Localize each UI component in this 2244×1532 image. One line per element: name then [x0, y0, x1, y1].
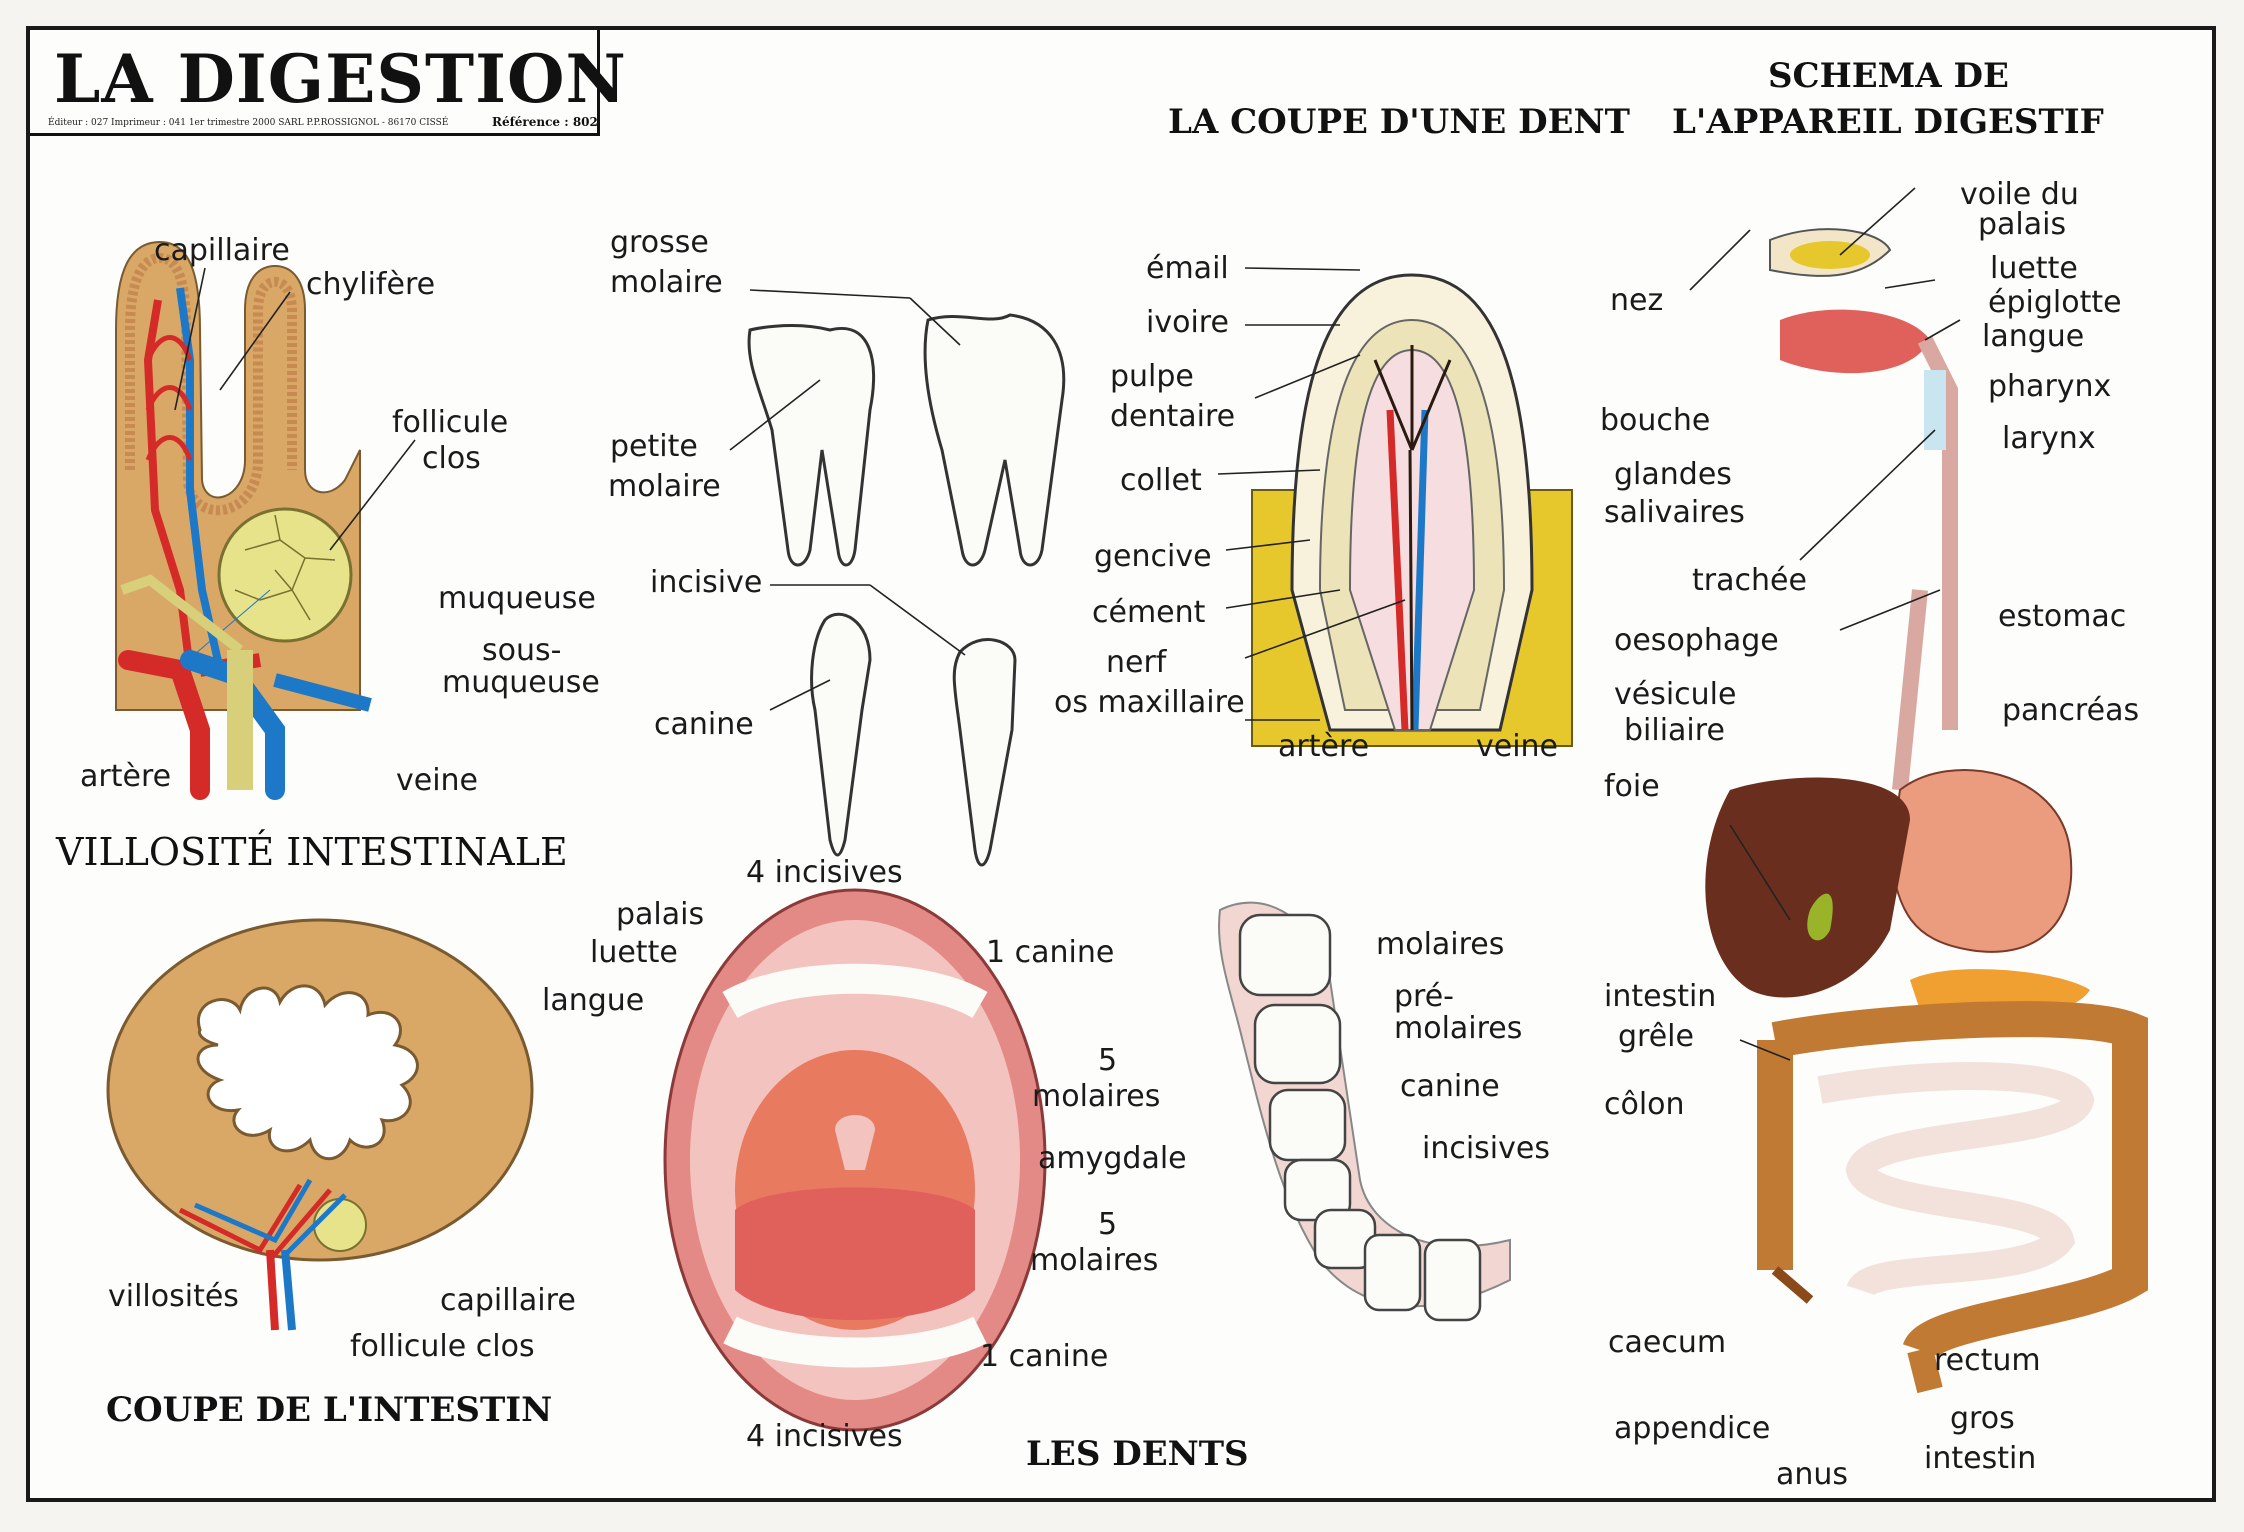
label-bouche: bouche [1600, 403, 1711, 438]
label-chylifere: chylifère [306, 267, 436, 302]
label-incisive: incisive [650, 565, 763, 600]
title-schema-line2: L'APPAREIL DIGESTIF [1672, 102, 2104, 142]
label-colon: côlon [1604, 1087, 1685, 1122]
label-caecum: caecum [1608, 1325, 1727, 1360]
label-capillaire: capillaire [154, 233, 290, 268]
label-molaires-top: molaires [1032, 1079, 1161, 1114]
label-pharynx: pharynx [1988, 369, 2112, 404]
label-molaires-bot: molaires [1030, 1243, 1159, 1278]
label-gros: gros [1950, 1401, 2015, 1436]
label-cement: cément [1092, 595, 1206, 630]
label-veine: veine [396, 763, 479, 798]
label-4-incisives-bot: 4 incisives [746, 1419, 903, 1454]
credits: Éditeur : 027 Imprimeur : 041 1er trimes… [48, 118, 449, 128]
label-grele: grêle [1618, 1019, 1694, 1054]
label-foie: foie [1604, 769, 1660, 804]
title-villosite: VILLOSITÉ INTESTINALE [56, 830, 568, 874]
label-follicule-1: follicule [392, 405, 509, 440]
label-artere: artère [80, 759, 172, 794]
label-epiglotte: épiglotte [1988, 285, 2122, 320]
label-pancreas: pancréas [2002, 693, 2140, 728]
tooth-section [1251, 273, 1573, 747]
mouth-diagram [663, 888, 1047, 1432]
digestive-system [1705, 228, 2148, 1394]
label-voile-palais: palais [1978, 207, 2067, 242]
label-luette-app: luette [1990, 251, 2078, 286]
label-salivaires: salivaires [1604, 495, 1745, 530]
label-oesophage: oesophage [1614, 623, 1779, 658]
label-grosse: grosse [610, 225, 709, 260]
label-jaw-canine: canine [1400, 1069, 1500, 1104]
title-les-dents: LES DENTS [1026, 1434, 1249, 1474]
leader-lines [174, 187, 1961, 1061]
label-capillaire-intestin: capillaire [440, 1283, 576, 1318]
label-follicule-clos: follicule clos [350, 1329, 535, 1364]
label-intestin: intestin [1604, 979, 1717, 1014]
label-villosites: villosités [108, 1279, 239, 1314]
label-5-top: 5 [1098, 1043, 1118, 1078]
label-sous-muqueuse-1: sous- [482, 633, 562, 668]
label-canine-type: canine [654, 707, 754, 742]
label-anus: anus [1776, 1457, 1849, 1492]
illustrations [106, 187, 2148, 1432]
label-grosse-molaire: molaire [610, 265, 723, 300]
title-coupe-dent: LA COUPE D'UNE DENT [1168, 102, 1630, 142]
title-box [30, 30, 600, 136]
label-langue-app: langue [1982, 319, 2085, 354]
label-dent-veine: veine [1476, 729, 1559, 764]
label-pulpe-dentaire: dentaire [1110, 399, 1236, 434]
label-dent-artere: artère [1278, 729, 1370, 764]
page-title: LA DIGESTION [54, 40, 627, 118]
label-1-canine-bot: 1 canine [980, 1339, 1109, 1374]
intestine-section [106, 918, 534, 1331]
label-collet: collet [1120, 463, 1202, 498]
jaw-diagram [1218, 901, 1511, 1322]
label-appendice: appendice [1614, 1411, 1771, 1446]
label-jaw-pre: pré- [1394, 979, 1454, 1014]
label-email: émail [1146, 251, 1229, 286]
label-nerf: nerf [1106, 645, 1167, 680]
label-nez: nez [1610, 283, 1664, 318]
label-rectum: rectum [1934, 1343, 2041, 1378]
label-jaw-incisives: incisives [1422, 1131, 1550, 1166]
label-biliaire: biliaire [1624, 713, 1725, 748]
label-palais: palais [616, 897, 705, 932]
label-larynx: larynx [2002, 421, 2096, 456]
label-gencive: gencive [1094, 539, 1212, 574]
label-gros-intestin: intestin [1924, 1441, 2037, 1476]
title-schema-line1: SCHEMA DE [1768, 56, 2009, 96]
label-voile-du: voile du [1960, 177, 2079, 212]
label-amygdale: amygdale [1038, 1141, 1187, 1176]
label-glandes: glandes [1614, 457, 1732, 492]
title-coupe-intestin: COUPE DE L'INTESTIN [106, 1390, 553, 1430]
label-petite-molaire: molaire [608, 469, 721, 504]
label-estomac: estomac [1998, 599, 2127, 634]
label-jaw-premolaires: molaires [1394, 1011, 1523, 1046]
label-luette: luette [590, 935, 678, 970]
label-jaw-molaires: molaires [1376, 927, 1505, 962]
villus-diagram [115, 240, 372, 800]
label-muqueuse: muqueuse [438, 581, 596, 616]
label-os-maxillaire: os maxillaire [1054, 685, 1245, 720]
label-4-incisives-top: 4 incisives [746, 855, 903, 890]
label-trachee: trachée [1692, 563, 1807, 598]
label-vesicule: vésicule [1614, 677, 1737, 712]
label-sous-muqueuse-2: muqueuse [442, 665, 600, 700]
label-petite: petite [610, 429, 698, 464]
label-1-canine-top: 1 canine [986, 935, 1115, 970]
label-follicule-2: clos [422, 441, 481, 476]
label-ivoire: ivoire [1146, 305, 1229, 340]
label-langue: langue [542, 983, 645, 1018]
teeth-types [747, 313, 1066, 867]
label-5-bot: 5 [1098, 1207, 1118, 1242]
label-pulpe: pulpe [1110, 359, 1194, 394]
reference-number: Référence : 802 [492, 115, 598, 129]
poster: LA DIGESTION Éditeur : 027 Imprimeur : 0… [26, 26, 2216, 1502]
